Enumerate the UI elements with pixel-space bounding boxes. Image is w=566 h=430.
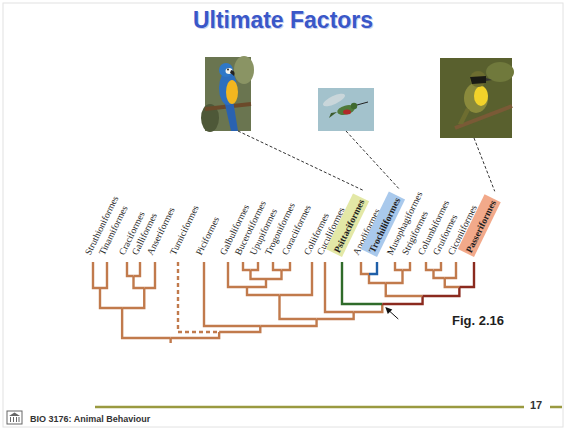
- leader-line: [474, 138, 495, 191]
- tree-branch: [280, 295, 317, 319]
- tree-branch: [169, 338, 171, 343]
- tree-branch: [445, 278, 460, 287]
- tree-branch: [134, 276, 145, 288]
- icon-column: [10, 417, 11, 422]
- icon-roof: [9, 413, 20, 417]
- phylogeny-tree: [93, 262, 474, 343]
- tree-branch: [127, 262, 134, 276]
- tree-branch: [280, 262, 313, 295]
- hummingbird-wing: [321, 91, 346, 108]
- yellowthroat-body: [464, 83, 488, 113]
- macaw-eye: [227, 69, 229, 71]
- tree-branch: [100, 262, 107, 288]
- yellowthroat-mask: [470, 76, 486, 84]
- foliage: [234, 56, 254, 84]
- footer-rule: [550, 406, 562, 409]
- tree-branch: [445, 262, 456, 278]
- macaw-belly: [226, 80, 238, 104]
- tree-branch: [386, 283, 423, 296]
- icon-frame: [7, 411, 22, 424]
- yellowthroat-head: [470, 71, 486, 87]
- tree-branch: [386, 270, 403, 283]
- hummingbird-head: [351, 103, 357, 109]
- university-icon: [7, 411, 22, 424]
- macaw-beak: [230, 70, 235, 76]
- ancestor-arrowhead: [385, 307, 392, 314]
- tree-branch: [251, 270, 267, 279]
- tree-branch: [369, 262, 377, 274]
- hummingbird-bill: [357, 102, 368, 105]
- tree-branch: [426, 262, 434, 270]
- tree-branch: [459, 262, 474, 287]
- tree-branch: [243, 262, 251, 270]
- hummingbird-photo: [318, 88, 374, 131]
- slide-title: Ultimate Factors: [0, 6, 566, 34]
- tree-branch: [273, 262, 282, 270]
- hummingbird-tail: [329, 112, 337, 118]
- course-footer: BIO 3176: Animal Behaviour: [30, 413, 150, 425]
- tree-branch: [122, 288, 144, 308]
- tree-branch: [361, 262, 369, 274]
- foliage: [486, 62, 514, 82]
- macaw-tail: [224, 100, 238, 131]
- icon-column: [16, 417, 17, 422]
- tree-branch: [423, 287, 460, 296]
- icon-column: [19, 417, 20, 422]
- slide-frame: [3, 3, 563, 427]
- tree-branch: [369, 274, 386, 283]
- hummingbird-throat: [343, 110, 351, 115]
- tree-branch: [395, 262, 403, 270]
- tree-branch: [93, 262, 100, 288]
- yellowthroat-bill: [486, 78, 492, 81]
- photo-ground: [318, 88, 374, 131]
- tree-branch: [178, 262, 219, 332]
- macaw-head: [219, 63, 233, 77]
- icon-column: [13, 417, 14, 422]
- figure-number: Fig. 2.16: [452, 313, 504, 329]
- leader-line: [346, 131, 399, 189]
- leader-lines: [238, 131, 495, 191]
- tree-branch: [266, 270, 282, 279]
- taxon-label: Piciformes: [194, 215, 222, 257]
- yellowthroat-tail: [458, 108, 470, 124]
- tree-branch: [434, 262, 442, 270]
- yellowthroat-throat: [474, 86, 488, 106]
- tree-branch: [134, 262, 141, 276]
- tree-branch: [282, 262, 291, 270]
- tree-branch: [122, 308, 171, 338]
- tree-branch: [100, 288, 122, 308]
- slide-number: 17: [530, 399, 542, 412]
- tree-branch: [144, 262, 155, 288]
- leader-line: [238, 131, 363, 190]
- yellowthroat-photo: [440, 58, 514, 138]
- macaw-photo: [201, 56, 254, 132]
- tree-branch: [251, 262, 259, 270]
- tree-branch: [403, 262, 411, 270]
- footer-rule: [95, 406, 524, 409]
